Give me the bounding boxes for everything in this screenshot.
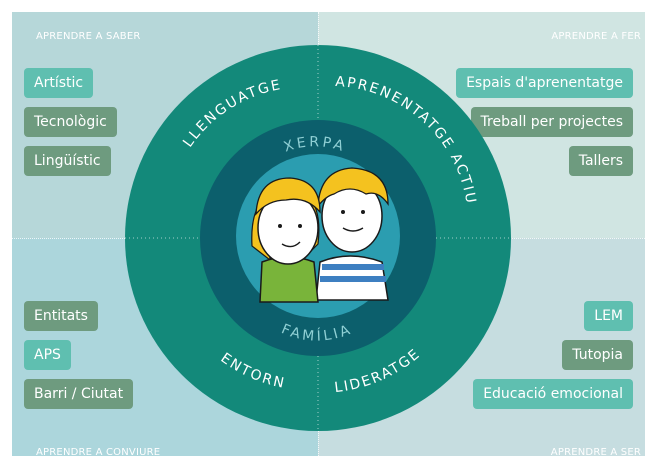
tag-linguistic: Lingüístic [24,146,111,176]
tag-lem: LEM [584,301,633,331]
quadrant-label-conviure: APRENDRE A CONVIURE [36,447,161,456]
quadrant-label-ser: APRENDRE A SER [550,447,641,456]
boy-figure [315,167,389,301]
quadrant-label-saber: APRENDRE A SABER [36,31,141,42]
tag-aps: APS [24,340,71,370]
girl-figure [251,177,321,303]
inner-label-xerpa: XERPA [282,134,348,155]
quadrant-label-fer: APRENDRE A FER [551,31,641,42]
tag-barri-ciutat: Barri / Ciutat [24,379,134,409]
tag-treball-projectes: Treball per projectes [470,107,633,137]
tag-educacio-emocional: Educació emocional [473,379,633,409]
tag-artistic: Artístic [24,68,94,98]
tag-tecnologic: Tecnològic [24,107,117,137]
tag-tutopia: Tutopia [562,340,633,370]
children-illustration [251,167,389,303]
tag-tallers: Tallers [568,146,633,176]
inner-label-familia: FAMÍLIA [279,321,355,345]
tag-espais-aprenentatge: Espais d'aprenentatge [456,68,633,98]
tag-entitats: Entitats [24,301,98,331]
